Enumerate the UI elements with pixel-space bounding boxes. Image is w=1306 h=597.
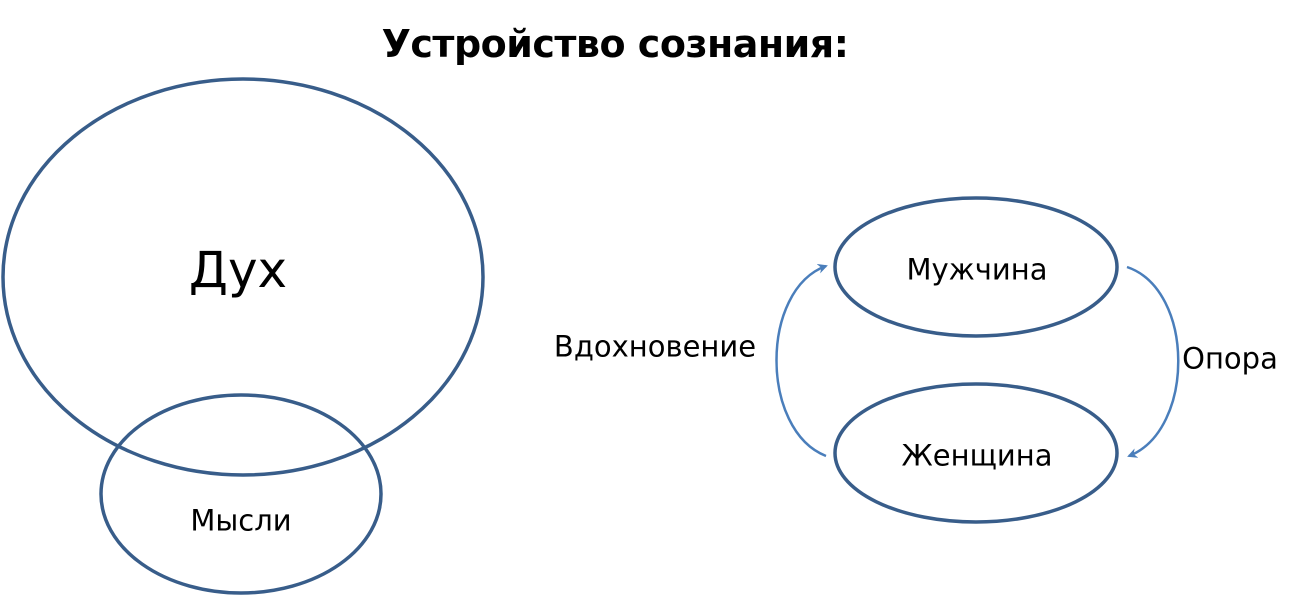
support-arrow xyxy=(1126,265,1180,458)
inspiration-arrow xyxy=(775,264,828,458)
inspiration-label: Вдохновение xyxy=(553,329,757,364)
support-label: Опора xyxy=(1182,341,1278,376)
man-ellipse xyxy=(833,196,1119,338)
thoughts-ellipse xyxy=(99,393,383,595)
woman-ellipse xyxy=(833,382,1119,524)
man-label: Мужчина xyxy=(906,252,1048,287)
woman-label: Женщина xyxy=(901,438,1053,473)
spirit-ellipse xyxy=(1,77,485,477)
thoughts-label: Мысли xyxy=(190,503,292,538)
spirit-label: Дух xyxy=(188,241,288,299)
diagram-title: Устройство сознания: xyxy=(381,22,849,66)
